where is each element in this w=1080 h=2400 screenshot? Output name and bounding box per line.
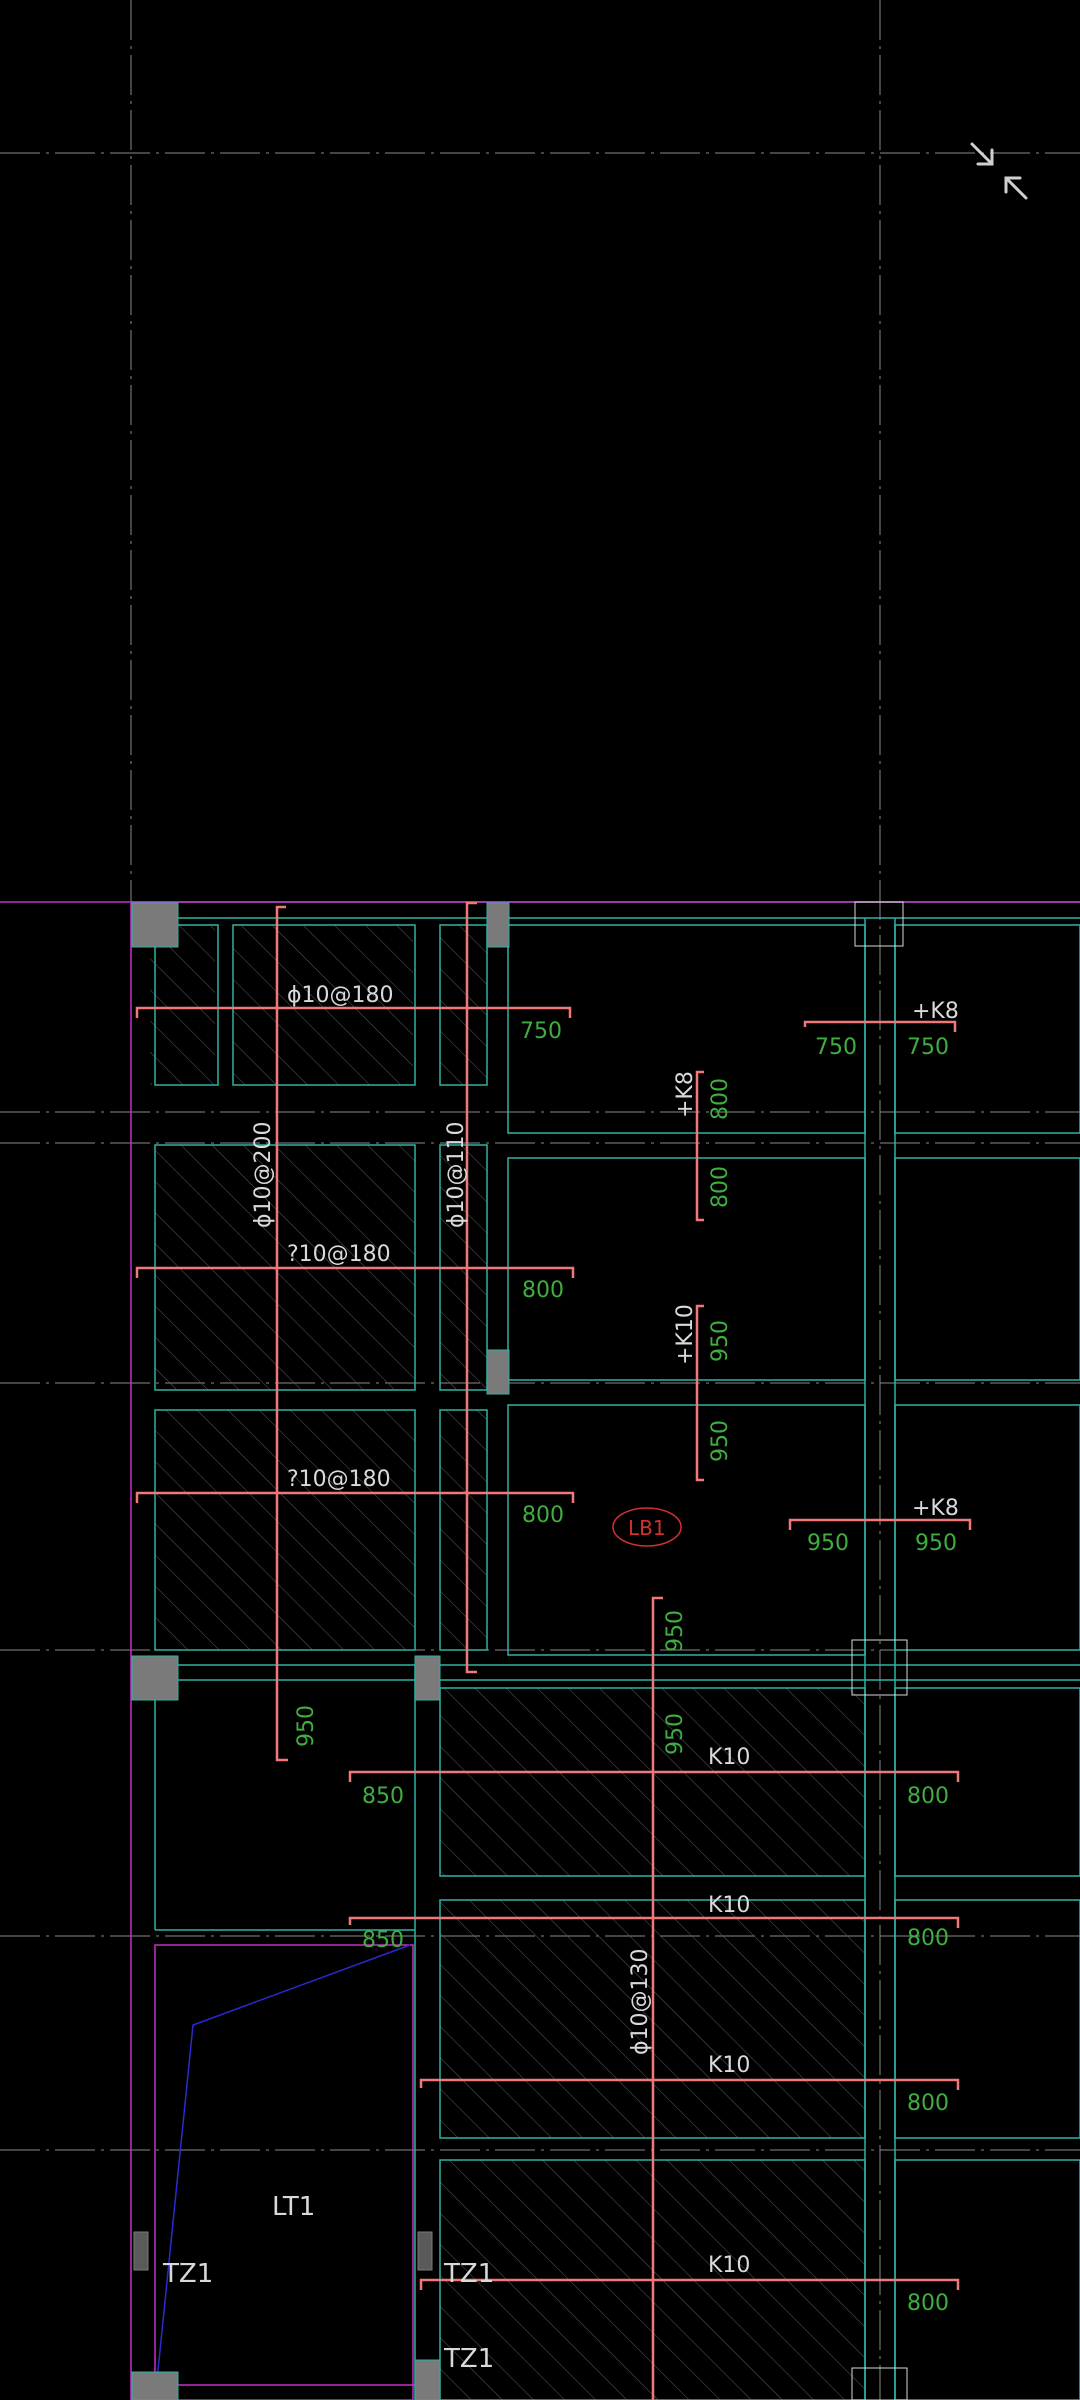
dim-850-b: 850 (362, 1928, 404, 1953)
k10-label-1: K10 (708, 1745, 750, 1770)
dim-950-v3: 950 (663, 1610, 688, 1652)
k10-label-v: +K10 (673, 1304, 698, 1365)
dim-800-a: 800 (522, 1278, 564, 1303)
exit-fullscreen-icon (970, 142, 1028, 200)
rebar-label-top: ϕ10@180 (287, 983, 394, 1008)
column-label-tz1-a: TZ1 (162, 2259, 213, 2289)
k10-label-3: K10 (708, 2053, 750, 2078)
column-label-tz1-c: TZ1 (443, 2344, 494, 2374)
stair-line (154, 1944, 411, 2400)
column-label-tz1-b: TZ1 (443, 2259, 494, 2289)
k10-label-4: K10 (708, 2253, 750, 2278)
rebar-label-vert3: ϕ10@130 (628, 1949, 653, 2056)
dim-950-a: 950 (807, 1531, 849, 1556)
rebar-lines (135, 901, 972, 2400)
dim-950-b: 950 (915, 1531, 957, 1556)
dim-750-b: 750 (815, 1035, 857, 1060)
k8-label-a: +K8 (912, 999, 959, 1024)
rebar-label-row2: ?10@180 (287, 1242, 391, 1267)
lb1-label: LB1 (628, 1516, 666, 1540)
dim-800-b: 800 (522, 1503, 564, 1528)
dim-800-v1: 800 (708, 1078, 733, 1120)
k8-label-c: +K8 (912, 1496, 959, 1521)
dim-800-v2: 800 (708, 1166, 733, 1208)
dim-800-r2: 800 (907, 1926, 949, 1951)
dim-800-r4: 800 (907, 2291, 949, 2316)
dim-850-a: 850 (362, 1784, 404, 1809)
dim-950-v5: 950 (294, 1705, 319, 1747)
lb1-ellipse (612, 1507, 682, 1547)
rebar-label-row3: ?10@180 (287, 1467, 391, 1492)
dim-950-v2: 950 (708, 1420, 733, 1462)
dim-950-v1: 950 (708, 1320, 733, 1362)
rebar-label-vert2: ϕ10@110 (444, 1122, 469, 1229)
dim-750-a: 750 (520, 1019, 562, 1044)
columns (131, 901, 908, 2400)
dim-800-r1: 800 (907, 1784, 949, 1809)
rebar-label-vert1: ϕ10@200 (251, 1122, 276, 1229)
dim-750-c: 750 (907, 1035, 949, 1060)
exit-fullscreen-button[interactable] (966, 138, 1032, 204)
stair-label-lt1: LT1 (272, 2192, 315, 2222)
dim-800-r3: 800 (907, 2091, 949, 2116)
dim-950-v4: 950 (663, 1713, 688, 1755)
k10-label-2: K10 (708, 1893, 750, 1918)
k8-label-b: +K8 (673, 1071, 698, 1118)
